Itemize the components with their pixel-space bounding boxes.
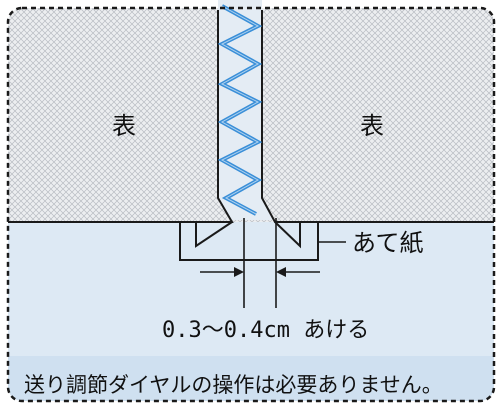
right-face-label: 表 bbox=[360, 112, 384, 140]
right-fabric-edge bbox=[261, 10, 494, 223]
left-fabric-edge bbox=[8, 10, 234, 223]
arrow-pointer-icon bbox=[234, 267, 244, 277]
left-face-label: 表 bbox=[112, 112, 136, 140]
backing-paper-label: あて紙 bbox=[352, 229, 424, 257]
gap-measurement-label: 0.3～0.4cm あける bbox=[162, 318, 369, 343]
dashed-frame bbox=[6, 6, 496, 403]
arrow-pointer-icon-right bbox=[276, 267, 286, 277]
zigzag-stitch-inner bbox=[220, 5, 260, 215]
backing-paper-right bbox=[248, 222, 319, 261]
note-text: 送り調節ダイヤルの操作は必要ありません。 bbox=[24, 373, 443, 397]
backing-paper-inner bbox=[195, 221, 301, 249]
note-band bbox=[8, 356, 494, 401]
backing-paper-left bbox=[179, 222, 248, 261]
